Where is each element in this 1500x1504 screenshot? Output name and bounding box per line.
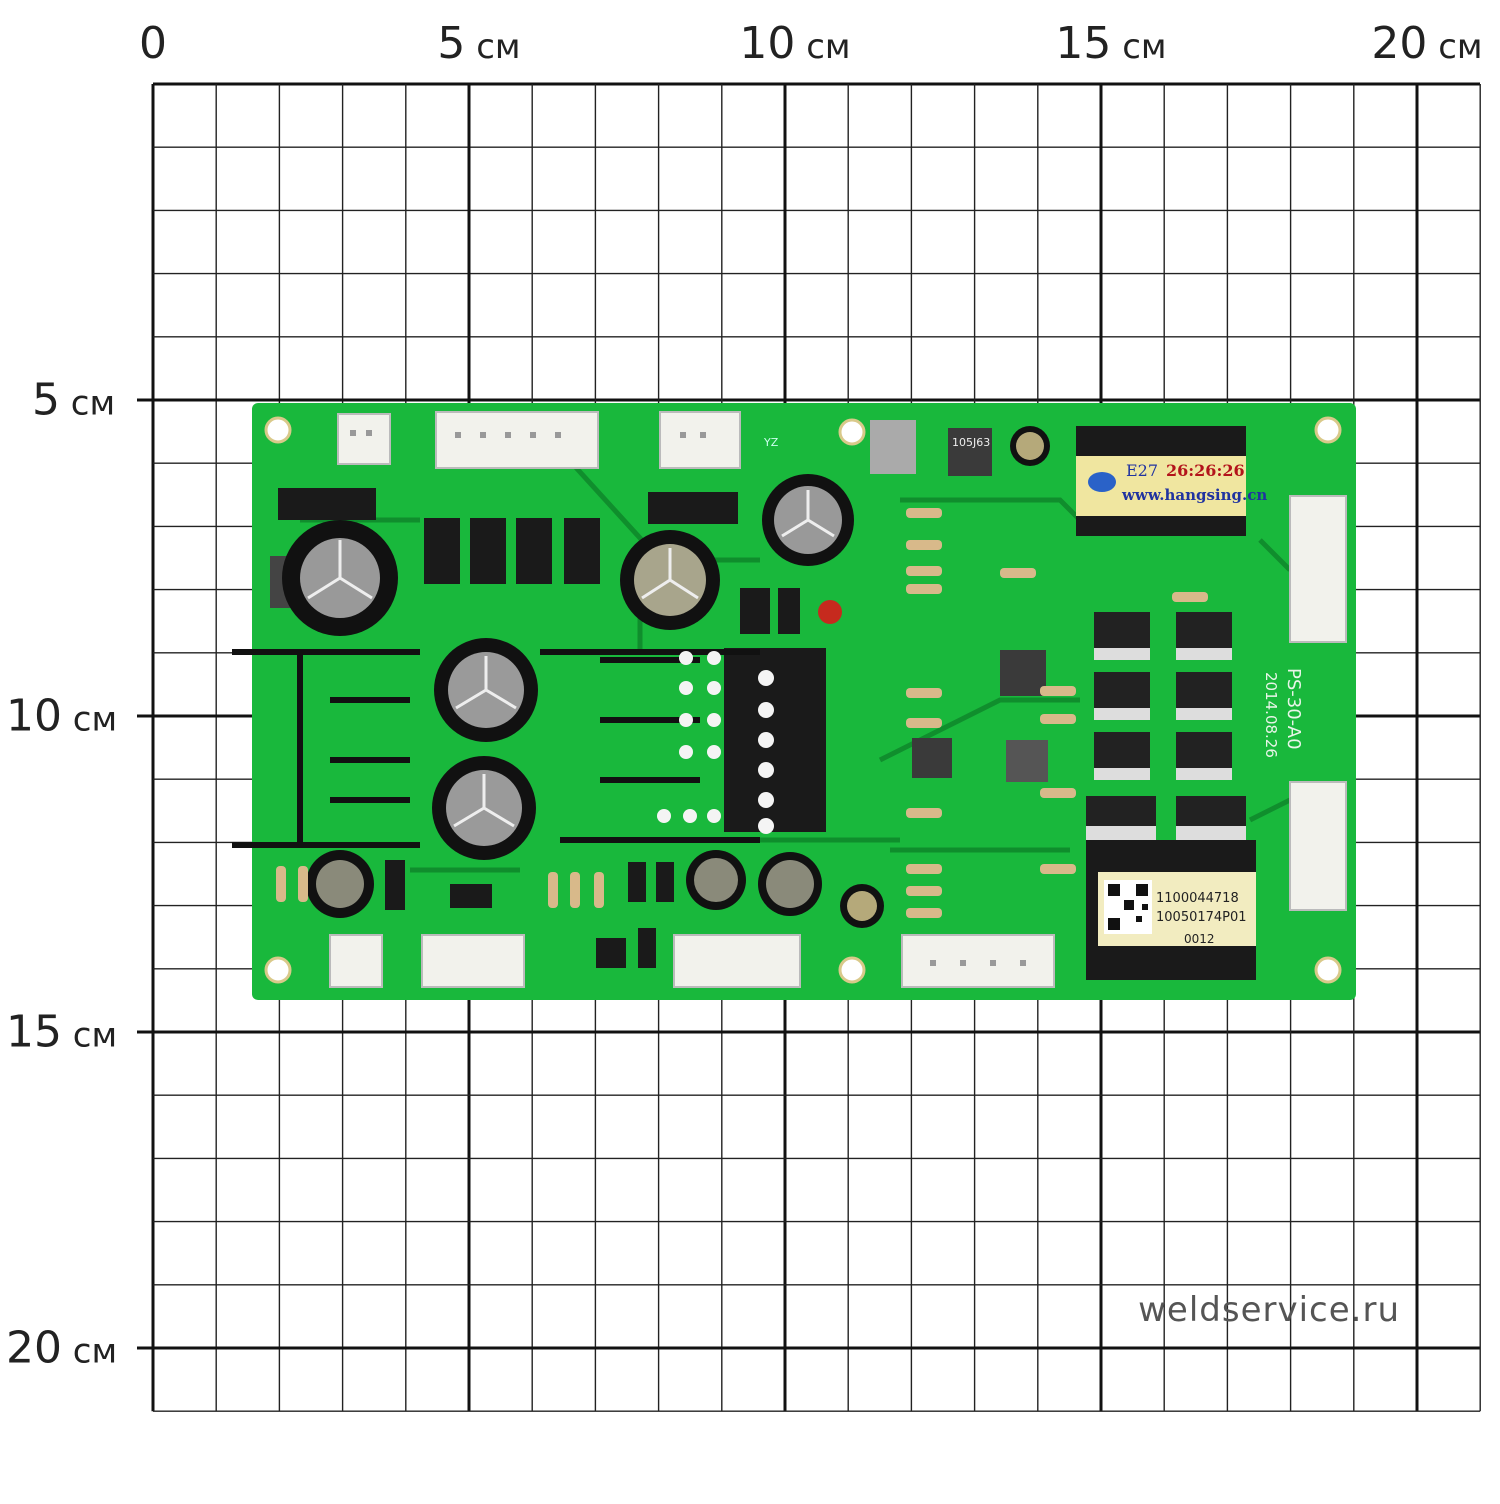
label-serial-2: 10050174P01: [1156, 910, 1247, 925]
x-scale-label: 5 см: [437, 18, 521, 69]
silkscreen-date: 2014.08.26: [1262, 672, 1280, 758]
pcb-board: E27 26:26:26 www.hangsing.cn 1100044718 …: [232, 403, 1356, 1000]
label-serial-1: 1100044718: [1156, 891, 1239, 906]
y-scale-label: 5 см: [32, 374, 116, 426]
x-scale-label: 15 см: [1055, 18, 1167, 69]
transformer-code: E27: [1126, 461, 1158, 480]
transformer-label-bottom: 1100044718 10050174P01 0012: [1098, 872, 1256, 946]
silkscreen-model: PS-30-A0: [1283, 668, 1304, 750]
y-scale-label: 15 см: [6, 1006, 118, 1058]
silkscreen-yz: YZ: [763, 436, 779, 449]
x-scale-label: 10 см: [739, 18, 851, 69]
transformer-ratio: 26:26:26: [1166, 461, 1245, 480]
watermark: weldservice.ru: [1138, 1290, 1400, 1330]
x-scale-label: 20 см: [1371, 18, 1483, 69]
transformer-url: www.hangsing.cn: [1121, 486, 1267, 504]
transformer-label-top: E27 26:26:26 www.hangsing.cn: [1076, 456, 1267, 516]
x-scale-label: 0: [139, 18, 167, 69]
y-scale-label: 20 см: [6, 1322, 118, 1374]
label-serial-3: 0012: [1184, 932, 1215, 946]
y-scale-label: 10 см: [6, 690, 118, 742]
inductor-marking: 105J63: [952, 436, 990, 449]
